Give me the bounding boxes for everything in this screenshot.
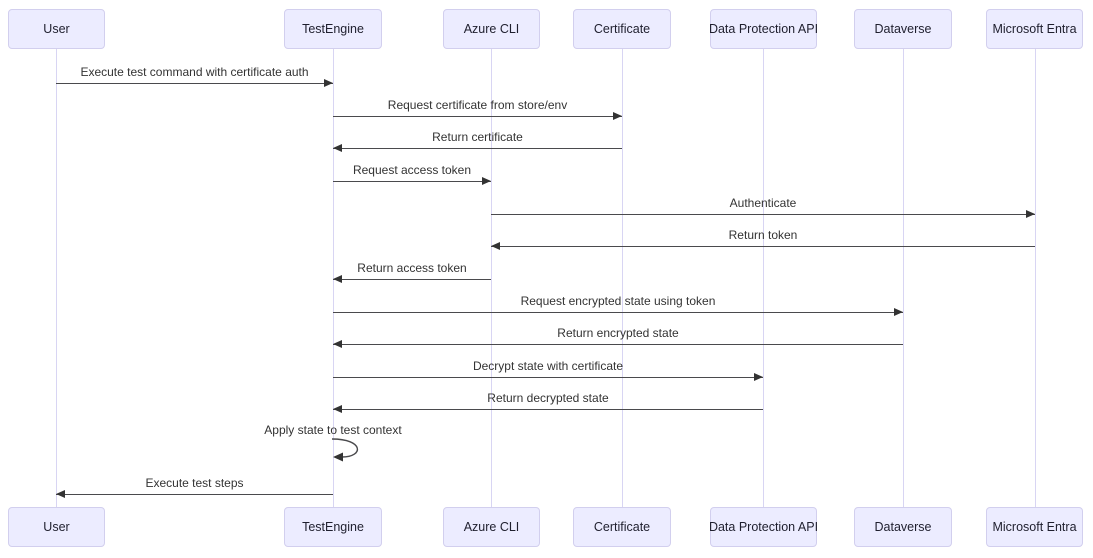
message-arrow-line	[333, 148, 622, 149]
message-return-encrypted-state: Return encrypted state	[333, 324, 903, 350]
message-arrow-line	[333, 377, 763, 378]
self-loop-arrow	[332, 438, 359, 462]
actor-top-dataverse: Dataverse	[854, 9, 952, 49]
actor-bottom-user: User	[8, 507, 105, 547]
arrowhead-right-icon	[613, 112, 622, 120]
message-label: Return decrypted state	[487, 391, 609, 405]
message-arrow-line	[333, 116, 622, 117]
arrowhead-left-icon	[491, 242, 500, 250]
message-request-certificate: Request certificate from store/env	[333, 96, 622, 122]
arrowhead-left-icon	[333, 340, 342, 348]
arrowhead-right-icon	[324, 79, 333, 87]
message-arrow-line	[333, 409, 763, 410]
arrowhead-right-icon	[754, 373, 763, 381]
lifeline-azure-cli	[491, 49, 492, 507]
actor-bottom-certificate: Certificate	[573, 507, 671, 547]
message-label: Request certificate from store/env	[387, 98, 568, 112]
message-arrow-line	[491, 246, 1035, 247]
message-execute-test-steps: Execute test steps	[56, 474, 333, 500]
message-apply-state-label: Apply state to test context	[264, 423, 402, 437]
message-decrypt-state: Decrypt state with certificate	[333, 357, 763, 383]
message-label: Return encrypted state	[557, 326, 679, 340]
actor-top-certificate: Certificate	[573, 9, 671, 49]
arrowhead-left-icon	[333, 405, 342, 413]
message-return-token: Return token	[491, 226, 1035, 252]
message-label: Request encrypted state using token	[520, 294, 716, 308]
lifeline-user	[56, 49, 57, 507]
message-request-access-token: Request access token	[333, 161, 491, 187]
message-request-encrypted-state: Request encrypted state using token	[333, 292, 903, 318]
actor-bottom-data-protection-api: Data Protection API	[709, 507, 818, 547]
actor-top-data-protection-api: Data Protection API	[709, 9, 818, 49]
message-label: Return certificate	[432, 130, 523, 144]
arrowhead-right-icon	[1026, 210, 1035, 218]
lifeline-data-protection-api	[763, 49, 764, 507]
message-label: Authenticate	[729, 196, 797, 210]
message-label: Request access token	[352, 163, 472, 177]
actor-top-microsoft-entra: Microsoft Entra	[986, 9, 1083, 49]
actor-top-testengine: TestEngine	[284, 9, 382, 49]
message-arrow-line	[333, 181, 491, 182]
message-authenticate: Authenticate	[491, 194, 1035, 220]
arrowhead-left-icon	[333, 144, 342, 152]
message-return-certificate: Return certificate	[333, 128, 622, 154]
arrowhead-right-icon	[894, 308, 903, 316]
message-arrow-line	[56, 494, 333, 495]
actor-bottom-azure-cli: Azure CLI	[443, 507, 540, 547]
actor-top-user: User	[8, 9, 105, 49]
actor-bottom-dataverse: Dataverse	[854, 507, 952, 547]
message-label: Decrypt state with certificate	[472, 359, 624, 373]
message-execute-test-command: Execute test command with certificate au…	[56, 63, 333, 89]
lifeline-certificate	[622, 49, 623, 507]
message-arrow-line	[333, 312, 903, 313]
arrowhead-left-icon	[333, 275, 342, 283]
actor-bottom-microsoft-entra: Microsoft Entra	[986, 507, 1083, 547]
message-arrow-line	[333, 344, 903, 345]
arrowhead-left-icon	[56, 490, 65, 498]
message-label: Execute test steps	[145, 476, 244, 490]
message-arrow-line	[491, 214, 1035, 215]
arrowhead-right-icon	[482, 177, 491, 185]
message-arrow-line	[56, 83, 333, 84]
message-label: Return access token	[357, 261, 467, 275]
message-return-access-token: Return access token	[333, 259, 491, 285]
lifeline-microsoft-entra	[1035, 49, 1036, 507]
message-arrow-line	[333, 279, 491, 280]
actor-top-azure-cli: Azure CLI	[443, 9, 540, 49]
actor-bottom-testengine: TestEngine	[284, 507, 382, 547]
message-label: Return token	[728, 228, 798, 242]
lifeline-dataverse	[903, 49, 904, 507]
message-return-decrypted-state: Return decrypted state	[333, 389, 763, 415]
message-label: Execute test command with certificate au…	[80, 65, 309, 79]
